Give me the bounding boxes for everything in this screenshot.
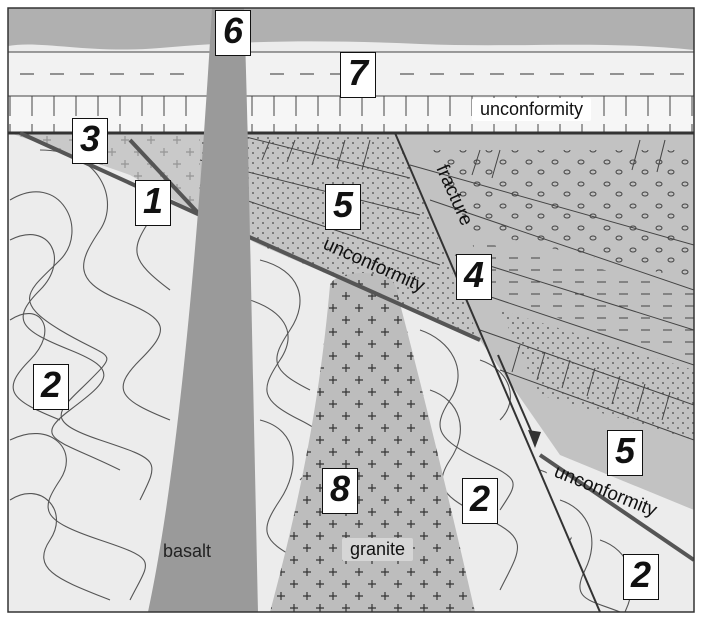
- layer-number-2-left: 2: [33, 364, 69, 410]
- layer-number-4: 4: [456, 254, 492, 300]
- layer-number-1: 1: [135, 180, 171, 226]
- basalt-label: basalt: [163, 541, 212, 561]
- layer-number-7: 7: [340, 52, 376, 98]
- layer-number-8: 8: [322, 468, 358, 514]
- layer-number-6: 6: [215, 10, 251, 56]
- layer-number-2-middle: 2: [462, 478, 498, 524]
- granite-label: granite: [342, 538, 414, 561]
- layer-number-5-middle: 5: [325, 184, 361, 230]
- layer-number-5-right: 5: [607, 430, 643, 476]
- layer-number-3: 3: [72, 118, 108, 164]
- layer-number-2-right: 2: [623, 554, 659, 600]
- unconformity-label-top: unconformity: [472, 98, 592, 121]
